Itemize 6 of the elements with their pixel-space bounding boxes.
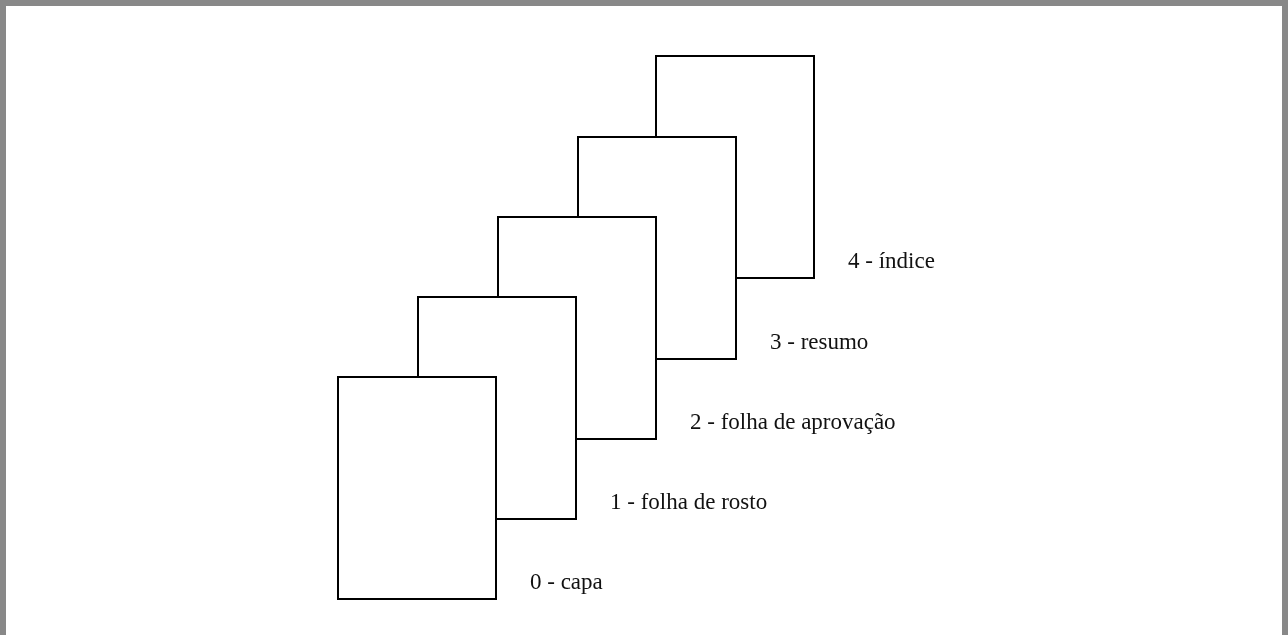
page-label: 2 - folha de aprovação [690, 410, 896, 433]
page-sheet [337, 376, 497, 600]
page-label: 4 - índice [848, 249, 935, 272]
page-label: 0 - capa [530, 570, 603, 593]
page-label: 1 - folha de rosto [610, 490, 768, 513]
page-label: 3 - resumo [770, 330, 869, 353]
